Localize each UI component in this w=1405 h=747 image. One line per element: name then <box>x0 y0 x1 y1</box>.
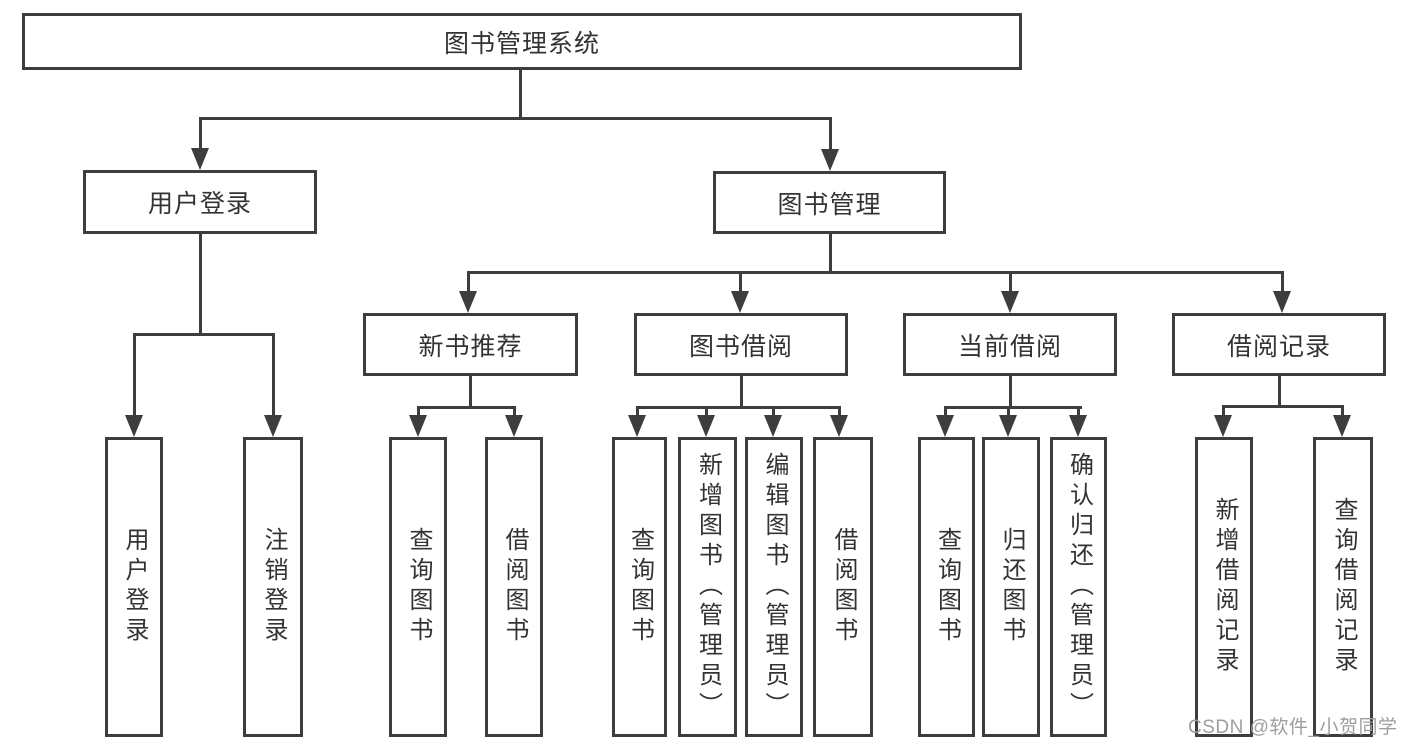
leaf-label: 查询图书 <box>626 527 654 647</box>
connector-line <box>198 117 832 120</box>
arrowhead-down-icon <box>1069 415 1087 437</box>
leaf-add-books-admin: 新增图书（管理员） <box>678 437 737 737</box>
node-user-login: 用户登录 <box>83 170 317 234</box>
connector-line <box>518 70 522 117</box>
connector-line <box>468 376 472 406</box>
node-label: 新书推荐 <box>418 332 523 361</box>
connector-line <box>466 271 470 291</box>
connector-line <box>198 234 202 333</box>
connector-line <box>837 406 841 415</box>
connector-line <box>828 234 832 271</box>
connector-line <box>739 376 743 406</box>
arrowhead-down-icon <box>409 415 427 437</box>
connector-line <box>1221 405 1344 408</box>
leaf-borrow-books-borrowing: 借阅图书 <box>813 437 873 737</box>
node-current-borrowing: 当前借阅 <box>903 313 1117 376</box>
node-label: 图书管理系统 <box>443 29 600 58</box>
leaf-query-borrow-record: 查询借阅记录 <box>1313 437 1373 737</box>
connector-line <box>198 117 202 148</box>
connector-line <box>132 333 136 415</box>
connector-line <box>771 406 775 415</box>
connector-line <box>416 406 516 409</box>
leaf-label: 确认归还（管理员） <box>1065 452 1093 722</box>
connector-line <box>1277 376 1281 405</box>
leaf-label: 归还图书 <box>998 527 1025 647</box>
arrowhead-down-icon <box>459 291 477 313</box>
leaf-query-books-borrowing: 查询图书 <box>612 437 667 737</box>
arrowhead-down-icon <box>191 148 209 170</box>
leaf-label: 借阅图书 <box>830 527 857 647</box>
arrowhead-down-icon <box>999 415 1017 437</box>
leaf-query-books-recommend: 查询图书 <box>389 437 447 737</box>
node-label: 用户登录 <box>147 190 252 218</box>
node-label: 图书管理 <box>777 190 882 219</box>
leaf-label: 注销登录 <box>260 527 287 647</box>
connector-line <box>1340 405 1344 415</box>
connector-line <box>704 406 708 415</box>
arrowhead-down-icon <box>125 415 143 437</box>
arrowhead-down-icon <box>264 415 282 437</box>
node-label: 图书借阅 <box>688 332 793 361</box>
leaf-query-books-current: 查询图书 <box>918 437 975 737</box>
connector-line <box>132 333 275 336</box>
connector-line <box>512 406 516 415</box>
leaf-label: 新增借阅记录 <box>1211 497 1238 677</box>
leaf-label: 借阅图书 <box>501 527 528 647</box>
connector-line <box>635 406 639 415</box>
arrowhead-down-icon <box>1214 415 1232 437</box>
connector-line <box>1008 271 1012 291</box>
connector-line <box>943 406 1082 409</box>
node-label: 借阅记录 <box>1226 332 1331 361</box>
arrowhead-down-icon <box>821 149 839 171</box>
arrowhead-down-icon <box>1333 415 1351 437</box>
connector-line <box>828 117 832 149</box>
leaf-label: 新增图书（管理员） <box>694 452 722 722</box>
leaf-user-login: 用户登录 <box>105 437 163 737</box>
leaf-return-books: 归还图书 <box>982 437 1040 737</box>
arrowhead-down-icon <box>936 415 954 437</box>
leaf-label: 查询图书 <box>933 527 961 647</box>
leaf-label: 编辑图书（管理员） <box>761 452 788 722</box>
arrowhead-down-icon <box>830 415 848 437</box>
connector-line <box>738 271 742 291</box>
leaf-add-borrow-record: 新增借阅记录 <box>1195 437 1253 737</box>
connector-line <box>1221 405 1225 415</box>
connector-line <box>416 406 420 415</box>
connector-line <box>271 333 275 415</box>
leaf-label: 用户登录 <box>121 527 148 647</box>
csdn-watermark: CSDN @软件_小贺同学 <box>1188 717 1398 738</box>
leaf-label: 查询图书 <box>405 527 432 647</box>
leaf-edit-books-admin: 编辑图书（管理员） <box>745 437 803 737</box>
arrowhead-down-icon <box>1001 291 1019 313</box>
node-label: 当前借阅 <box>957 332 1062 361</box>
leaf-borrow-books-recommend: 借阅图书 <box>485 437 543 737</box>
connector-line <box>943 406 947 415</box>
connector-line <box>1280 271 1284 291</box>
node-book-borrowing: 图书借阅 <box>634 313 848 376</box>
connector-line <box>1008 376 1012 406</box>
node-book-management: 图书管理 <box>713 171 946 234</box>
arrowhead-down-icon <box>731 291 749 313</box>
arrowhead-down-icon <box>697 415 715 437</box>
leaf-logout: 注销登录 <box>243 437 303 737</box>
connector-line <box>466 271 1284 274</box>
node-library-management-system: 图书管理系统 <box>22 13 1022 70</box>
connector-line <box>1076 406 1080 415</box>
leaf-confirm-return-admin: 确认归还（管理员） <box>1050 437 1107 737</box>
arrowhead-down-icon <box>764 415 782 437</box>
leaf-label: 查询借阅记录 <box>1330 497 1357 677</box>
connector-line <box>1006 406 1010 415</box>
arrowhead-down-icon <box>628 415 646 437</box>
node-new-book-recommendation: 新书推荐 <box>363 313 578 376</box>
connector-line <box>635 406 841 409</box>
arrowhead-down-icon <box>505 415 523 437</box>
node-borrowing-records: 借阅记录 <box>1172 313 1386 376</box>
arrowhead-down-icon <box>1273 291 1291 313</box>
